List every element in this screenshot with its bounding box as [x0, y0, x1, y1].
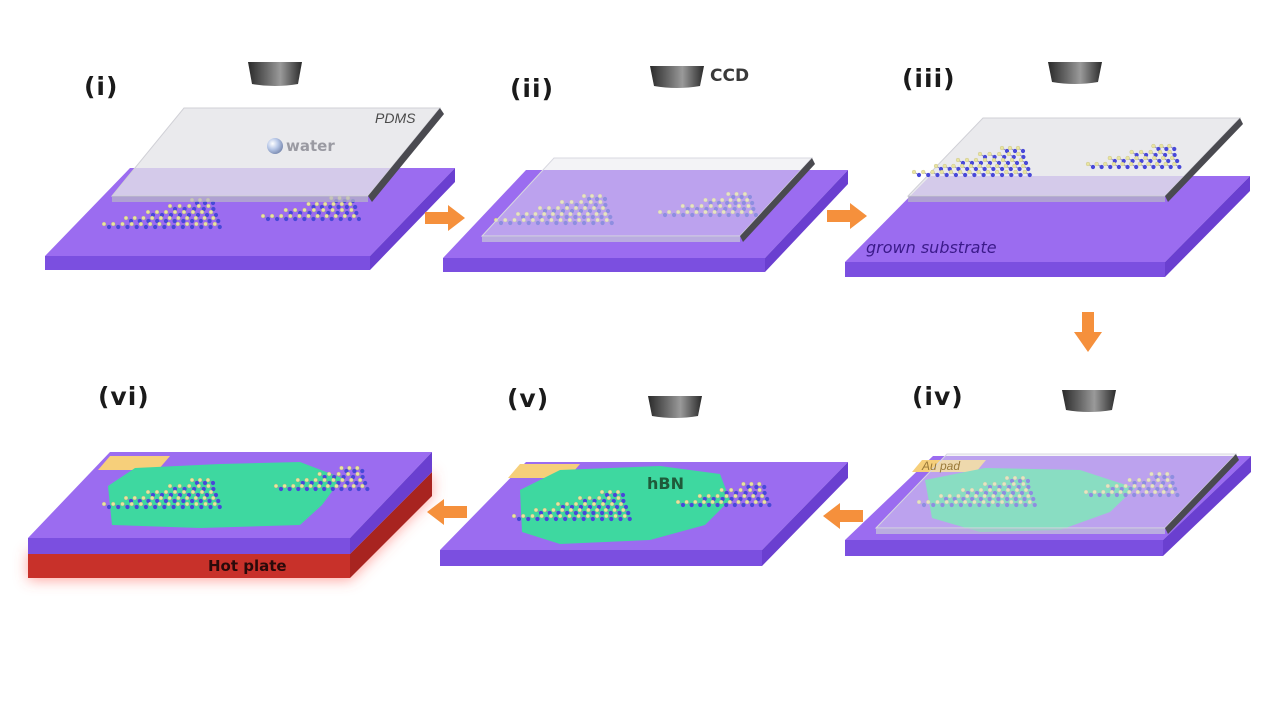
substrate-front [28, 538, 350, 554]
step-label-ii: (ii) [510, 74, 554, 103]
crystal-flake [260, 195, 362, 222]
crystal-flake [675, 481, 772, 508]
pdms-label: PDMS [375, 110, 416, 126]
pdms-front [876, 528, 1165, 534]
hot-plate-label: Hot plate [208, 557, 287, 575]
arrow-right-icon [827, 203, 867, 229]
step-ii-illustration [443, 66, 848, 272]
step-label-i: (i) [84, 72, 119, 101]
step-i-illustration [45, 62, 455, 270]
arrow-left-icon [823, 503, 863, 529]
step-label-iii: (iii) [902, 64, 956, 93]
ccd-label: CCD [710, 66, 750, 86]
substrate-side [765, 170, 848, 272]
crystal-flake [1083, 471, 1180, 498]
au-pad-label: Au pad [922, 459, 961, 473]
pdms-front [112, 196, 368, 202]
water-droplet-icon [267, 138, 283, 154]
step-iii-illustration [845, 62, 1250, 277]
substrate-front [45, 256, 370, 270]
ccd-camera-icon [1048, 62, 1102, 84]
arrow-left-icon [427, 499, 467, 525]
crystal-flake [101, 477, 222, 510]
au-pad [912, 460, 986, 472]
hbn-flake [108, 462, 342, 528]
arrow-right-icon [425, 205, 465, 231]
crystal-flake [657, 191, 759, 218]
hot-plate-side [350, 472, 432, 578]
substrate-side [350, 452, 432, 554]
ccd-camera-icon [648, 396, 702, 418]
step-iv-illustration [845, 390, 1251, 556]
substrate-side [1163, 456, 1251, 556]
pdms-edge [740, 158, 815, 242]
crystal-flake [493, 193, 614, 226]
pdms-edge [368, 108, 444, 202]
substrate-front [440, 550, 762, 566]
step-vi-illustration [28, 452, 432, 580]
hbn-label: hBN [647, 474, 684, 493]
step-label-v: (v) [507, 384, 550, 413]
hot-plate-front[interactable] [28, 554, 350, 578]
arrow-down-icon [1074, 312, 1102, 352]
substrate-side [370, 168, 455, 270]
pdms-front [908, 196, 1165, 202]
substrate-front [845, 540, 1163, 556]
pdms-edge [1165, 454, 1239, 534]
au-pad [98, 456, 170, 470]
crystal-flake [1085, 143, 1182, 170]
water-label: water [286, 137, 335, 155]
step-label-iv: (iv) [912, 382, 964, 411]
crystal-flake [911, 145, 1032, 178]
ccd-camera-icon [650, 66, 704, 88]
crystal-flake [916, 475, 1037, 508]
crystal-flake [273, 465, 370, 492]
substrate-front [845, 262, 1165, 277]
flow-arrows [425, 203, 1102, 529]
step-v-illustration [440, 396, 848, 566]
pdms-front [482, 236, 740, 242]
grown-substrate-label: grown substrate [866, 238, 997, 257]
crystal-flake [511, 489, 632, 522]
substrate-front [443, 258, 765, 272]
substrate-side [762, 462, 848, 566]
hbn-flake [520, 466, 730, 544]
pdms-edge [1165, 118, 1243, 202]
ccd-camera-icon [248, 62, 302, 86]
step-label-vi: (vi) [98, 382, 150, 411]
substrate-side [1165, 176, 1250, 277]
ccd-camera-icon [1062, 390, 1116, 412]
